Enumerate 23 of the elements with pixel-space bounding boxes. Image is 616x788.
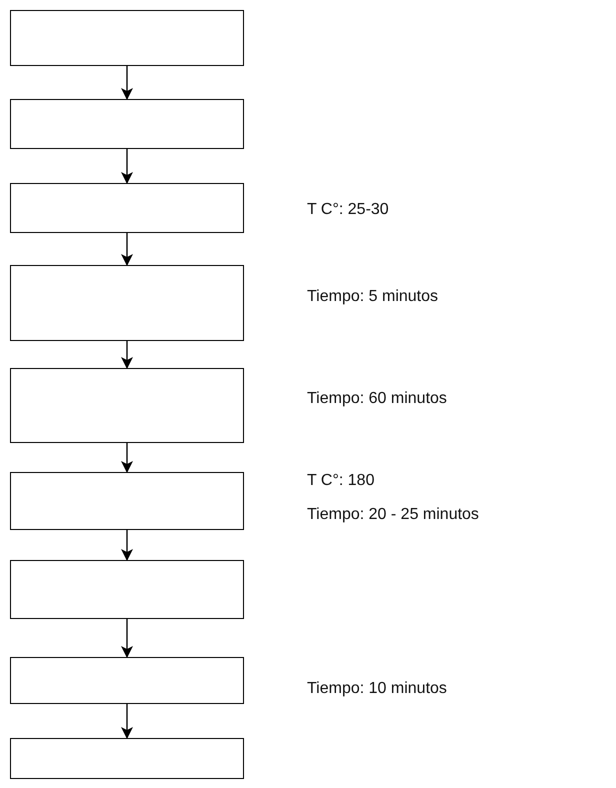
arrow [121, 66, 133, 100]
arrow [121, 619, 133, 658]
step-note: T C°: 25-30 [307, 200, 389, 220]
process-box [10, 10, 244, 66]
process-box [10, 738, 244, 779]
step-note: Tiempo: 5 minutos [307, 287, 438, 307]
arrow [121, 704, 133, 739]
arrow [121, 233, 133, 266]
step-note: Tiempo: 10 minutos [307, 679, 447, 699]
arrow [121, 341, 133, 369]
process-box [10, 265, 244, 341]
process-box [10, 183, 244, 233]
process-box [10, 657, 244, 704]
arrow [121, 149, 133, 184]
arrow [121, 530, 133, 561]
step-note: Tiempo: 20 - 25 minutos [307, 505, 479, 525]
process-box [10, 368, 244, 443]
process-box [10, 472, 244, 530]
process-box [10, 99, 244, 149]
process-box [10, 560, 244, 619]
step-note: T C°: 180 [307, 471, 376, 491]
step-note: Tiempo: 60 minutos [307, 389, 447, 409]
arrow [121, 443, 133, 473]
